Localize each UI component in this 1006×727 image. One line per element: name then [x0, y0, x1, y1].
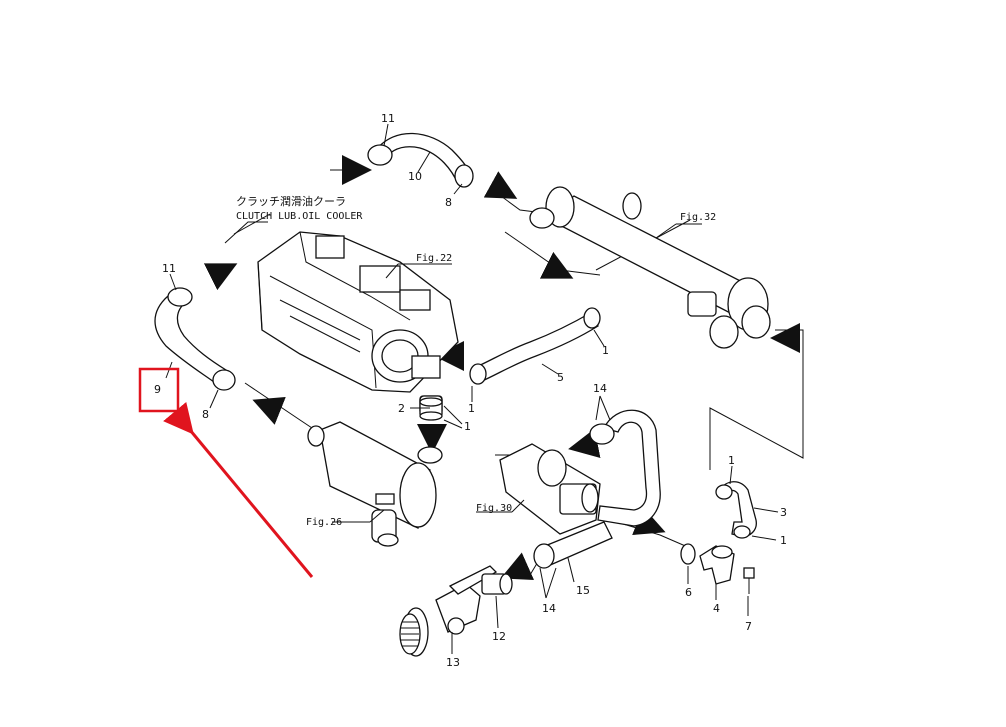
fig22-label: Fig.22 [416, 253, 452, 264]
leader-lines [165, 123, 779, 654]
label-1-hose5-right: 1 [602, 344, 609, 357]
pipe-15 [533, 521, 613, 569]
hose-3 [715, 481, 757, 539]
label-11-left: 11 [162, 262, 176, 275]
label-1-fitting: 1 [464, 420, 471, 433]
flow-arrows [203, 155, 800, 580]
label-5: 5 [557, 371, 564, 384]
fig32-component [529, 186, 771, 349]
label-1-hose3-top: 1 [728, 454, 735, 467]
label-8-top: 8 [445, 196, 452, 209]
label-8-left: 8 [202, 408, 209, 421]
valve-13 [399, 565, 498, 657]
elbow-4 [699, 545, 735, 585]
fitting-12 [481, 573, 513, 595]
clamp-11-left [167, 287, 193, 307]
label-10: 10 [408, 170, 422, 183]
cooler-caption-en: CLUTCH LUB.OIL COOLER [236, 211, 363, 222]
clamp-11-top [367, 144, 393, 166]
clamp-1-hose3-top [715, 484, 733, 500]
valve-handle [448, 565, 498, 595]
label-1-hose3-bottom: 1 [780, 534, 787, 547]
figure-references: Fig.22 Fig.32 Fig.26 Fig.30 [306, 212, 716, 528]
fitting-2-assembly [419, 395, 443, 421]
fig26-component [307, 421, 443, 547]
bolt-7 [743, 567, 755, 594]
clamp-14-lower [533, 543, 555, 569]
label-11-top: 11 [381, 112, 395, 125]
clamp-1-hose5-left [469, 363, 487, 385]
fig26-label: Fig.26 [306, 517, 342, 528]
highlight-arrow [163, 401, 314, 578]
label-6: 6 [685, 586, 692, 599]
label-14-upper: 14 [593, 382, 607, 395]
clamp-1-hose3-bottom [733, 525, 751, 539]
label-12: 12 [492, 630, 506, 643]
clamp-1-hose5-right [583, 307, 601, 329]
highlight-box [138, 367, 180, 413]
fitting-2 [417, 446, 443, 464]
cooler-caption-jp: クラッチ潤滑油クーラ [236, 194, 346, 208]
label-2: 2 [398, 402, 405, 415]
part-labels: 11 10 8 11 9 8 1 5 1 2 1 14 1 3 1 6 4 7 … [154, 112, 787, 669]
fig30-label: Fig.30 [476, 503, 512, 514]
label-1-hose5-left: 1 [468, 402, 475, 415]
clamp-8-top [454, 164, 474, 188]
label-15: 15 [576, 584, 590, 597]
hose-10 [367, 132, 474, 188]
fig32-label: Fig.32 [680, 212, 716, 223]
label-13: 13 [446, 656, 460, 669]
label-14-lower: 14 [542, 602, 556, 615]
clutch-oil-cooler [257, 231, 459, 415]
hose-5 [469, 307, 601, 385]
label-3: 3 [780, 506, 787, 519]
clamp-14-upper [589, 423, 615, 445]
hose-14-upper [589, 409, 661, 527]
cooler-caption: クラッチ潤滑油クーラ CLUTCH LUB.OIL COOLER [236, 194, 363, 222]
clamp-8-left [212, 369, 236, 391]
label-9: 9 [154, 383, 161, 396]
hose-9 [154, 287, 236, 391]
oring-6 [680, 543, 696, 565]
flow-lines [224, 169, 804, 576]
fig30-component [499, 443, 601, 535]
label-7: 7 [745, 620, 752, 633]
label-4: 4 [713, 602, 720, 615]
